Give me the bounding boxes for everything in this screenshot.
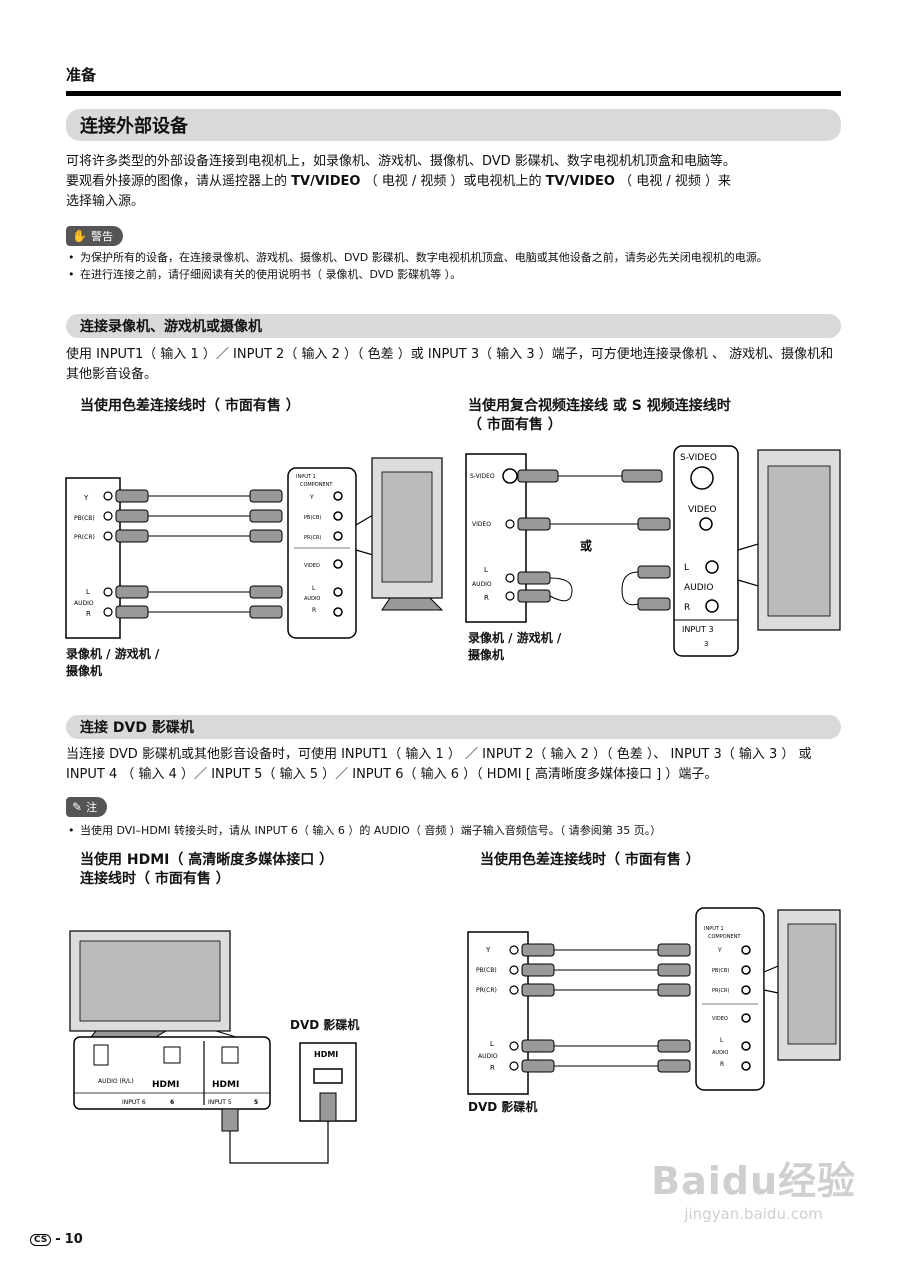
label-hdmi-1: HDMI bbox=[152, 1080, 179, 1090]
label-hdmi-2: HDMI bbox=[212, 1080, 239, 1090]
intro-line-3: 选择输入源。 bbox=[66, 194, 145, 209]
label-input3: INPUT 3 bbox=[682, 625, 714, 634]
note-tag: ✎注 bbox=[66, 797, 108, 817]
label-audio: AUDIO bbox=[74, 600, 94, 607]
svg-text:R: R bbox=[720, 1061, 724, 1068]
section-dvd-title: 连接 DVD 影碟机 bbox=[66, 715, 841, 739]
vcr-composite-diagram: S-VIDEO VIDEO L AUDIO R 或 S-VIDEO VIDEO … bbox=[465, 445, 841, 657]
dvd-component-diagram: Y PB(CB) PR(CR) L AUDIO R INPUT 1 COMPON… bbox=[467, 907, 841, 1095]
dvd-left-title: 当使用 HDMI（ 高清晰度多媒体接口 ） 连接线时（ 市面有售 ） bbox=[80, 852, 334, 887]
warning-item: 为保护所有的设备，在连接录像机、游戏机、摄像机、DVD 影碟机、数字电视机机顶盒… bbox=[66, 249, 844, 266]
language-badge: CS bbox=[30, 1233, 52, 1246]
warning-item: 在进行连接之前，请仔细阅读有关的使用说明书（ 录像机、DVD 影碟机等 ）。 bbox=[66, 266, 844, 283]
svg-text:S-VIDEO: S-VIDEO bbox=[680, 453, 717, 463]
svg-text:AUDIO: AUDIO bbox=[472, 581, 492, 588]
svg-text:HDMI: HDMI bbox=[314, 1050, 338, 1059]
svg-text:VIDEO: VIDEO bbox=[712, 1016, 728, 1022]
dvd-right-title: 当使用色差连接线时（ 市面有售 ） bbox=[480, 852, 700, 868]
label-input5: INPUT 5 bbox=[208, 1099, 232, 1106]
watermark-url: jingyan.baidu.com bbox=[684, 1205, 823, 1223]
vcr-right-caption: 录像机 / 游戏机 / 摄像机 bbox=[468, 631, 562, 662]
svg-text:PR(CR): PR(CR) bbox=[304, 535, 321, 541]
warning-tag: ✋警告 bbox=[66, 226, 123, 246]
label-svideo: S-VIDEO bbox=[470, 473, 495, 480]
svg-text:AUDIO: AUDIO bbox=[304, 596, 320, 602]
page-number: 10 bbox=[64, 1232, 83, 1247]
note-item: 当使用 DVI–HDMI 转接头时，请从 INPUT 6（ 输入 6 ）的 AU… bbox=[66, 822, 844, 839]
label-input6-num: 6 bbox=[170, 1099, 174, 1106]
vcr-component-diagram: Y PB(CB) PR(CR) L AUDIO R INPUT 1 COMPON… bbox=[65, 457, 444, 639]
svg-text:AUDIO: AUDIO bbox=[684, 583, 713, 593]
hand-warning-icon: ✋ bbox=[72, 229, 87, 243]
svg-text:PB(CB): PB(CB) bbox=[304, 515, 321, 521]
label-pb: PB(CB) bbox=[74, 515, 95, 522]
vcr-left-caption: 录像机 / 游戏机 / 摄像机 bbox=[66, 647, 160, 678]
intro-paragraph: 可将许多类型的外部设备连接到电视机上，如录像机、游戏机、摄像机、DVD 影碟机、… bbox=[66, 152, 844, 212]
svg-text:COMPONENT: COMPONENT bbox=[708, 934, 741, 940]
watermark-logo: Baidu经验 bbox=[651, 1159, 856, 1203]
svg-text:VIDEO: VIDEO bbox=[472, 521, 491, 528]
svg-text:R: R bbox=[484, 594, 489, 602]
svg-text:Y: Y bbox=[485, 946, 491, 954]
label-input6: INPUT 6 bbox=[122, 1099, 146, 1106]
pencil-note-icon: ✎ bbox=[72, 800, 83, 814]
svg-text:PR(CR): PR(CR) bbox=[476, 987, 497, 994]
note-list: 当使用 DVI–HDMI 转接头时，请从 INPUT 6（ 输入 6 ）的 AU… bbox=[66, 822, 844, 839]
warning-list: 为保护所有的设备，在连接录像机、游戏机、摄像机、DVD 影碟机、数字电视机机顶盒… bbox=[66, 249, 844, 283]
svg-text:R: R bbox=[312, 607, 316, 614]
page-footer: CS - 10 bbox=[30, 1232, 83, 1247]
svg-text:R: R bbox=[490, 1064, 495, 1072]
intro-line-2: 要观看外接源的图像，请从遥控器上的 TV/VIDEO （ 电视 / 视频 ）或电… bbox=[66, 174, 731, 189]
vcr-right-title: 当使用复合视频连接线 或 S 视频连接线时 （ 市面有售 ） bbox=[468, 398, 731, 433]
svg-text:L: L bbox=[684, 563, 689, 573]
svg-text:PR(CR): PR(CR) bbox=[712, 988, 729, 994]
dvd-hdmi-diagram: AUDIO (R/L) HDMI HDMI INPUT 6 6 INPUT 5 … bbox=[69, 930, 357, 1164]
svg-text:R: R bbox=[684, 603, 690, 613]
svg-text:Y: Y bbox=[309, 494, 314, 501]
svg-text:AUDIO: AUDIO bbox=[478, 1053, 498, 1060]
label-audio-rl: AUDIO (R/L) bbox=[98, 1078, 134, 1085]
svg-text:VIDEO: VIDEO bbox=[688, 505, 717, 515]
svg-text:L: L bbox=[312, 585, 316, 592]
intro-line-1: 可将许多类型的外部设备连接到电视机上，如录像机、游戏机、摄像机、DVD 影碟机、… bbox=[66, 154, 736, 169]
dvd-label-right: DVD 影碟机 bbox=[468, 1100, 538, 1114]
svg-text:L: L bbox=[720, 1037, 724, 1044]
svg-text:INPUT 1: INPUT 1 bbox=[704, 926, 724, 932]
or-label: 或 bbox=[580, 538, 592, 553]
section-dvd-text: 当连接 DVD 影碟机或其他影音设备时，可使用 INPUT1（ 输入 1 ） ／… bbox=[66, 747, 812, 782]
watermark: Baidu经验 jingyan.baidu.com bbox=[651, 1150, 856, 1223]
vcr-left-title: 当使用色差连接线时（ 市面有售 ） bbox=[80, 398, 300, 414]
label-l: L bbox=[86, 588, 90, 596]
svg-text:L: L bbox=[490, 1040, 494, 1048]
label-pr: PR(CR) bbox=[74, 534, 95, 541]
label-input5-num: 5 bbox=[254, 1099, 258, 1106]
label-r: R bbox=[86, 610, 91, 618]
section-label: 准备 bbox=[66, 66, 97, 84]
dvd-label-left: DVD 影碟机 bbox=[290, 1018, 360, 1032]
label-input3-num: 3 bbox=[704, 640, 708, 648]
label-component: COMPONENT bbox=[300, 482, 333, 488]
label-y: Y bbox=[83, 494, 89, 502]
section-vcr-title: 连接录像机、游戏机或摄像机 bbox=[66, 314, 841, 338]
label-input1: INPUT 1 bbox=[296, 474, 316, 480]
svg-text:PB(CB): PB(CB) bbox=[712, 968, 729, 974]
label-video: VIDEO bbox=[304, 563, 320, 569]
svg-text:PB(CB): PB(CB) bbox=[476, 967, 497, 974]
main-title: 连接外部设备 bbox=[66, 109, 841, 141]
svg-text:Y: Y bbox=[717, 947, 722, 954]
svg-text:AUDIO: AUDIO bbox=[712, 1050, 728, 1056]
svg-text:L: L bbox=[484, 566, 488, 574]
section-vcr-text: 使用 INPUT1（ 输入 1 ）／ INPUT 2（ 输入 2 ）（ 色差 ）… bbox=[66, 347, 834, 382]
header-rule bbox=[66, 91, 841, 96]
